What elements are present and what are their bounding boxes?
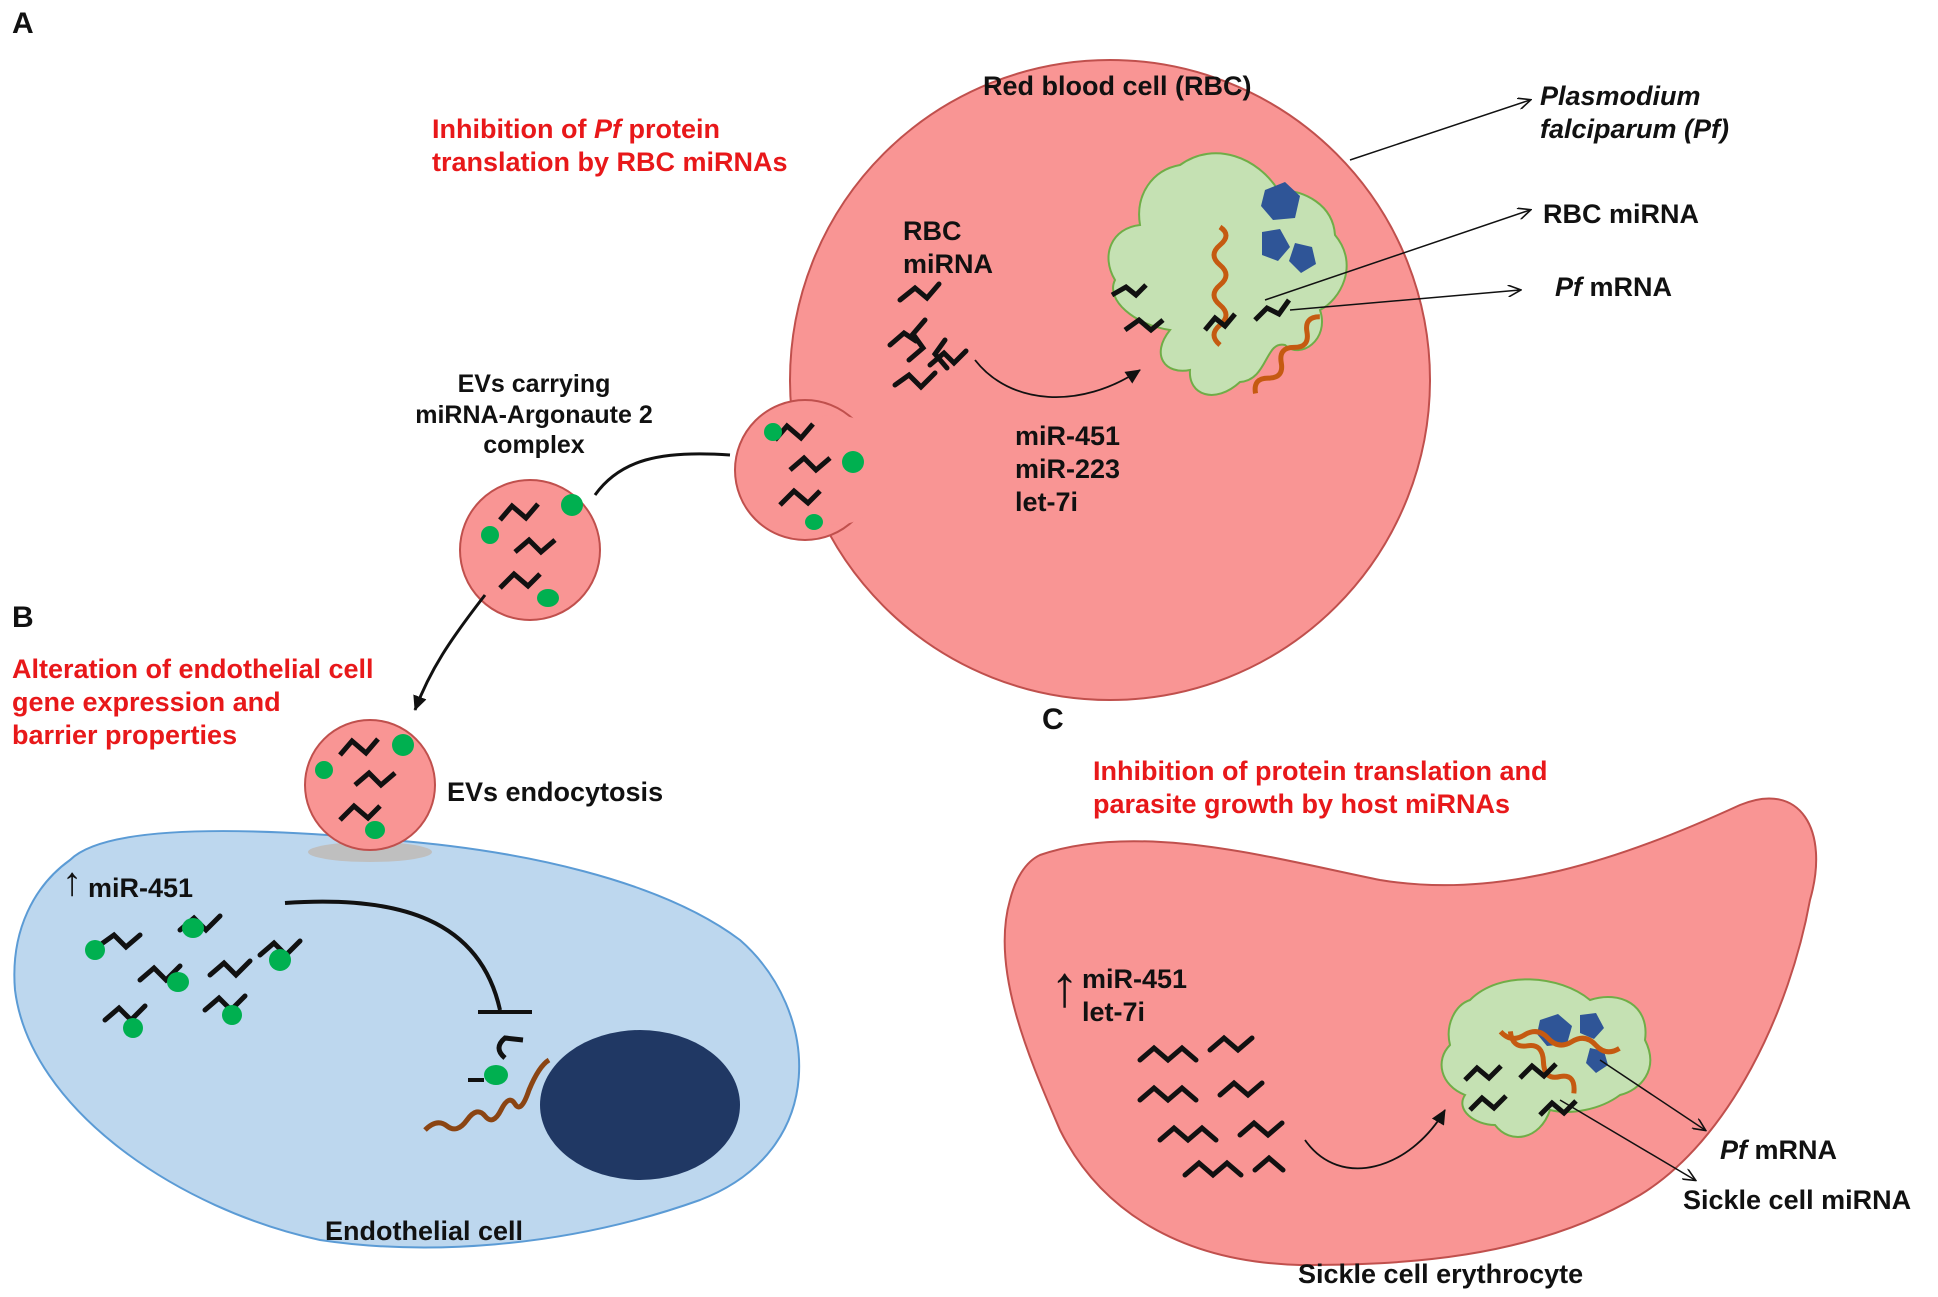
callout-c-pf-mrna-rest: mRNA [1747, 1135, 1838, 1165]
panel-a-title-mid: protein [620, 114, 720, 144]
bud-evs [764, 422, 864, 530]
endocytosed-ev [304, 719, 436, 851]
callout-pf-line1: Plasmodium [1540, 81, 1701, 111]
arrow-ev-to-endothelial [413, 594, 487, 711]
callout-line-c-pf-mrna [1599, 1059, 1705, 1130]
mirna-list: miR-451 miR-223 let-7i [1015, 420, 1120, 519]
callout-c-pf-mrna-pf: Pf [1720, 1135, 1747, 1165]
evs-endocytosis-label: EVs endocytosis [447, 777, 664, 807]
mirna-squiggle [1253, 298, 1292, 322]
evs-line1: EVs carrying [457, 370, 611, 398]
endothelial-cell [13, 830, 801, 1249]
mirna-squiggle [1123, 316, 1165, 334]
panel-c-up-mirna-2: let-7i [1082, 996, 1146, 1027]
callout-line-pf [1349, 100, 1530, 161]
sickle-cell [1003, 797, 1818, 1267]
rbc-mirna-label-line2: miRNA [903, 248, 994, 279]
panel-label-c: C [1042, 703, 1064, 736]
callout-rbc-mirna-label: RBC miRNA [1543, 199, 1700, 229]
arrow-mirna-to-parasite [974, 359, 1141, 399]
panel-c-title-line2: parasite growth by host miRNAs [1093, 788, 1511, 819]
panel-label-a: A [12, 7, 34, 40]
callout-line-rbc-mirna [1264, 210, 1530, 301]
callout-line-c-sickle-mirna [1559, 1099, 1695, 1180]
pf-mrna-strand [1252, 314, 1320, 394]
rbc-mirna-label: RBC miRNA [903, 215, 993, 281]
panel-b-title-line2: gene expression and [12, 686, 281, 717]
rbc-mirna-cluster [887, 281, 969, 391]
evs-line2: miRNA-Argonaute 2 [415, 400, 653, 429]
callout-c-pf-mrna-label: Pf mRNA [1720, 1134, 1837, 1167]
panel-label-b: B [12, 601, 34, 634]
evs-carrying-label: EVs carrying miRNA-Argonaute 2 complex [384, 369, 684, 461]
mirna-list-item: miR-451 [1015, 421, 1121, 451]
callout-line-pf-mrna [1289, 290, 1520, 311]
endothelial-mirna-cluster [85, 913, 303, 1038]
panel-c-title: Inhibition of protein translation and pa… [1093, 755, 1547, 821]
rbc-label: Red blood cell (RBC) [983, 71, 1252, 101]
panel-b-up-mirna: miR-451 [88, 873, 194, 903]
sickle-mirna-cluster [1137, 1034, 1286, 1179]
panel-b-title-line3: barrier properties [12, 719, 238, 750]
arrow-sickle-mirna-to-parasite [1304, 1109, 1446, 1170]
callout-pf-mrna-rest: mRNA [1582, 272, 1673, 302]
panel-c-up-mirna: miR-451 let-7i [1082, 963, 1187, 1029]
panel-c-up-mirna-1: miR-451 [1082, 964, 1188, 994]
mirna-list-item: let-7i [1015, 486, 1079, 517]
panel-a-title-prefix: Inhibition of [432, 114, 594, 144]
callout-pf-label: Plasmodium falciparum (Pf) [1540, 80, 1729, 146]
rbc-cell [734, 59, 1431, 701]
mirna-squiggle [1203, 312, 1237, 332]
panel-c-title-line1: Inhibition of protein translation and [1093, 756, 1548, 786]
target-mrna [423, 1035, 551, 1132]
panel-a-title: Inhibition of Pf protein translation by … [432, 113, 788, 179]
callout-pf-mrna-label: Pf mRNA [1555, 271, 1672, 304]
endothelial-cell-label: Endothelial cell [325, 1216, 524, 1246]
arrow-ev-release [593, 452, 731, 496]
panel-a-title-pf: Pf [593, 114, 621, 144]
panel-b-title-line1: Alteration of endothelial cell [12, 654, 374, 684]
inhibition-arc [284, 899, 502, 1011]
up-arrow-icon-c: ↑ [1050, 954, 1079, 1019]
panel-a-title-line2: translation by RBC miRNAs [432, 146, 788, 177]
panel-b-title: Alteration of endothelial cell gene expr… [12, 653, 374, 752]
evs-line3: complex [483, 431, 585, 459]
callout-pf-mrna-pf: Pf [1555, 272, 1582, 302]
callout-sickle-mirna-label: Sickle cell miRNA [1683, 1185, 1912, 1215]
food-vacuole-icon [1261, 182, 1316, 273]
parasite-plasmodium [1107, 152, 1348, 396]
sickle-parasite [1440, 978, 1652, 1138]
free-ev [459, 479, 601, 621]
callout-pf-line2: falciparum (Pf) [1540, 113, 1730, 144]
nucleus [540, 1030, 740, 1180]
up-arrow-icon: ↑ [62, 860, 82, 904]
sickle-cell-label: Sickle cell erythrocyte [1298, 1259, 1584, 1289]
mirna-list-item: miR-223 [1015, 453, 1121, 484]
mirna-squiggle [1110, 283, 1148, 299]
rbc-mirna-label-line1: RBC [903, 216, 962, 246]
